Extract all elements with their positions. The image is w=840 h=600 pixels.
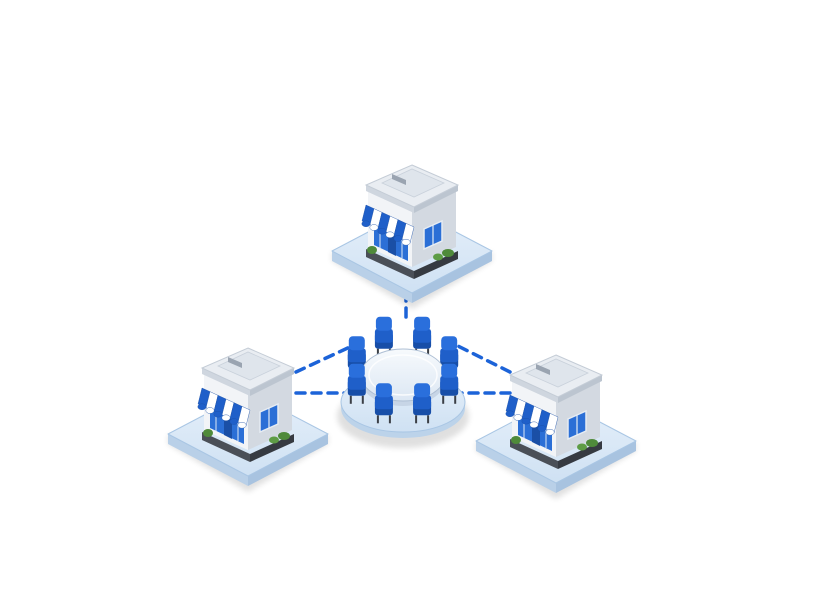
chair-seat xyxy=(413,395,432,410)
platform-side-right xyxy=(556,441,636,493)
hedge-icon xyxy=(511,436,521,444)
chair-seat xyxy=(440,348,459,363)
store-base-side xyxy=(250,434,294,462)
hedge-icon xyxy=(203,429,213,437)
store-base-side xyxy=(558,441,602,469)
roof-edge-side xyxy=(250,368,294,396)
hedge-icon xyxy=(269,436,279,444)
store-base-front xyxy=(366,249,414,279)
chair-back xyxy=(441,336,458,351)
chair-seat xyxy=(440,375,459,390)
awning-scallop xyxy=(361,220,371,227)
awning-scallop xyxy=(377,228,387,235)
chair-back xyxy=(348,363,365,378)
awning-scallop xyxy=(521,418,531,425)
chair-seat xyxy=(374,328,393,343)
chair-seat xyxy=(374,395,393,410)
awning-scallop xyxy=(197,403,207,410)
chair-back xyxy=(441,363,458,378)
hub-layer xyxy=(337,316,469,448)
chair-back xyxy=(348,336,365,351)
edge-store-right xyxy=(456,344,512,374)
platform-side-right xyxy=(248,434,328,486)
platform-side-left xyxy=(476,441,556,493)
chair-back xyxy=(375,316,392,331)
store-right xyxy=(475,354,637,499)
store-base-front xyxy=(510,439,558,469)
awning-scallop xyxy=(393,235,403,242)
awning-scallop xyxy=(505,410,515,417)
chair-icon xyxy=(374,383,393,424)
roof-edge-side xyxy=(414,185,458,213)
round-meeting-table-icon xyxy=(337,316,469,448)
chair-back xyxy=(375,383,392,398)
awning-scallop xyxy=(529,421,539,428)
hedge-icon xyxy=(278,432,290,440)
roof-edge-front xyxy=(510,375,558,403)
platform-side-right xyxy=(412,251,492,303)
awning-scallop xyxy=(545,428,555,436)
roof-panel xyxy=(381,168,445,198)
chair-back xyxy=(414,383,431,398)
roof-panel xyxy=(217,351,281,381)
awning-scallop xyxy=(401,238,411,246)
table-top xyxy=(360,348,446,402)
storefront-icon xyxy=(167,347,329,492)
chair-icon xyxy=(347,363,366,404)
awning-scallop xyxy=(369,224,379,231)
awning-scallop xyxy=(385,231,395,238)
store-left xyxy=(167,347,329,492)
chair-seat xyxy=(413,328,432,343)
awning-scallop xyxy=(213,411,223,418)
edge-store-left xyxy=(294,344,354,374)
awning-scallop xyxy=(229,418,239,425)
store-top xyxy=(331,164,493,309)
roof-edge-side xyxy=(558,375,602,403)
hedge-icon xyxy=(586,439,598,447)
roof-vent-icon xyxy=(536,364,550,375)
storefront-icon xyxy=(475,354,637,499)
awning-scallop xyxy=(237,421,247,429)
storefront-icon xyxy=(331,164,493,309)
hedge-icon xyxy=(442,249,454,257)
platform-side-left xyxy=(332,251,412,303)
awning-scallop xyxy=(205,407,215,414)
awning-scallop xyxy=(221,414,231,421)
store-base-front xyxy=(202,432,250,462)
chair-seat xyxy=(347,348,366,363)
roof-panel xyxy=(525,358,589,388)
roof-edge-front xyxy=(202,368,250,396)
chair-back xyxy=(414,316,431,331)
chair-icon xyxy=(413,383,432,424)
chair-seat xyxy=(347,375,366,390)
nodes-layer xyxy=(167,164,637,499)
chair-icon xyxy=(413,316,432,357)
hedge-icon xyxy=(367,246,377,254)
roof-vent-icon xyxy=(392,174,406,185)
store-base-side xyxy=(414,251,458,279)
chair-icon xyxy=(440,363,459,404)
roof-edge-front xyxy=(366,185,414,213)
table-highlight xyxy=(368,354,438,396)
platform-side-left xyxy=(168,434,248,486)
hedge-icon xyxy=(577,443,587,451)
hedge-icon xyxy=(433,253,443,261)
awning-scallop xyxy=(513,414,523,421)
awning-scallop xyxy=(537,425,547,432)
roof-vent-icon xyxy=(228,357,242,368)
